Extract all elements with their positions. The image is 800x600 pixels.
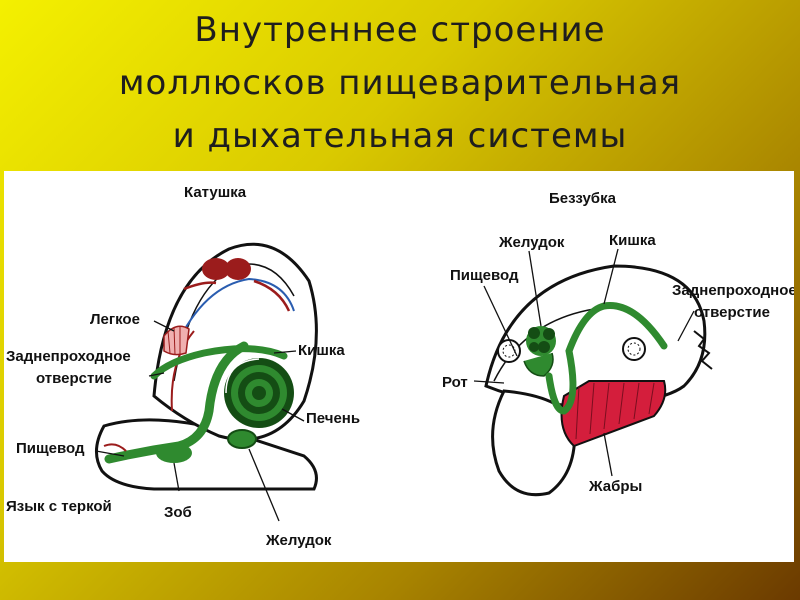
snail-liver — [224, 358, 294, 428]
label-snail-liver: Печень — [306, 410, 360, 427]
label-snail-lung: Легкое — [90, 311, 140, 328]
label-clam-mouth: Рот — [442, 374, 468, 391]
label-clam-anus-1: Заднепроходное — [672, 282, 794, 299]
title-line-3: и дыхательная системы — [172, 116, 628, 156]
snail-crop — [156, 443, 192, 463]
label-snail-esophagus: Пищевод — [16, 440, 85, 457]
snail-stomach — [227, 429, 257, 449]
clam-illustration — [473, 248, 713, 497]
label-clam-intestine: Кишка — [609, 232, 656, 249]
title-line-1: Внутреннее строение — [194, 10, 606, 50]
clam-muscle-front — [497, 339, 521, 363]
label-snail-intestine: Кишка — [298, 342, 345, 359]
slide-title: Внутреннее строение моллюсков пищеварите… — [0, 4, 800, 163]
snail-esophagus — [104, 341, 249, 464]
snail-heart — [202, 258, 230, 280]
snail-illustration — [95, 242, 318, 522]
snail-foot — [95, 418, 318, 491]
label-clam-name: Беззубка — [549, 190, 617, 207]
label-snail-name: Катушка — [184, 184, 247, 201]
label-snail-anus-2: отверстие — [36, 370, 112, 387]
label-snail-anus-1: Заднепроходное — [6, 348, 131, 365]
clam-stomach — [523, 326, 556, 377]
clam-muscle-back — [622, 337, 646, 361]
label-clam-stomach: Желудок — [498, 234, 565, 251]
label-snail-stomach: Желудок — [265, 532, 332, 549]
clam-gills — [560, 380, 667, 448]
clam-intestine — [545, 302, 668, 415]
mollusk-diagram: Катушка Легкое Заднепроходное отверстие … — [6, 184, 794, 549]
label-clam-gills: Жабры — [588, 478, 642, 495]
label-clam-anus-2: отверстие — [694, 304, 770, 321]
snail-lung — [163, 325, 190, 356]
label-snail-crop: Зоб — [164, 504, 192, 521]
snail-intestine — [150, 345, 288, 380]
label-clam-esophagus: Пищевод — [450, 267, 519, 284]
label-snail-tongue: Язык с теркой — [6, 498, 112, 515]
diagram-panel: Катушка Легкое Заднепроходное отверстие … — [4, 171, 794, 562]
snail-tongue — [103, 443, 127, 452]
title-line-2: моллюсков пищеварительная — [118, 63, 682, 103]
